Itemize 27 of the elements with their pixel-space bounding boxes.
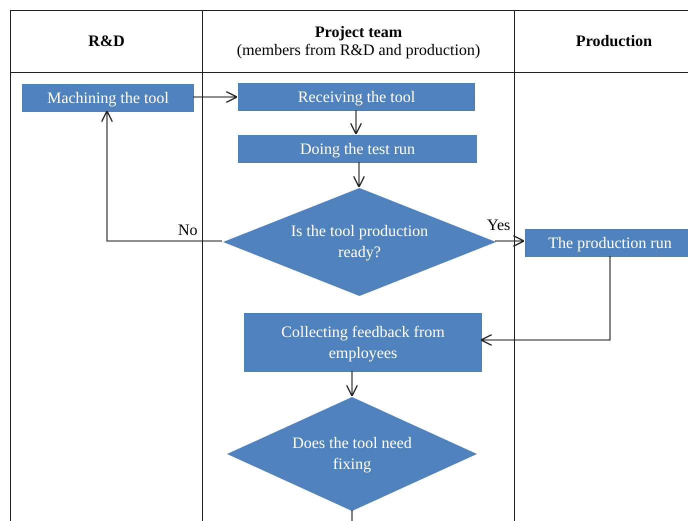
swimlane (202, 10, 514, 521)
process-label: The production run (547, 234, 673, 254)
decision-label: Does the tool need fixing (291, 434, 413, 475)
arrow (495, 234, 525, 248)
process-box (238, 83, 475, 111)
arrow (346, 371, 358, 397)
process-box (244, 313, 482, 372)
process-label: Collecting feedback from employees (280, 322, 446, 364)
process-box (22, 84, 194, 112)
decision-label: Is the tool production ready? (290, 222, 430, 263)
arrow (350, 110, 362, 135)
arrow (352, 162, 366, 188)
process-label: Machining the tool (46, 88, 170, 108)
process-label: Receiving the tool (296, 88, 416, 108)
lane-title: R&D (88, 32, 125, 50)
arrow (100, 110, 222, 242)
lane-subtitle: (members from R&D and production) (236, 42, 480, 60)
swimlane (514, 10, 688, 521)
process-box (238, 135, 477, 163)
decision-diamond (227, 397, 477, 511)
arrow (193, 90, 238, 104)
process-label: Doing the test run (298, 140, 416, 160)
lane-title: Project team (314, 24, 402, 42)
process-box (525, 229, 688, 257)
lane-title: Production (576, 32, 652, 50)
swimlane (10, 10, 202, 521)
arrow (480, 256, 611, 346)
